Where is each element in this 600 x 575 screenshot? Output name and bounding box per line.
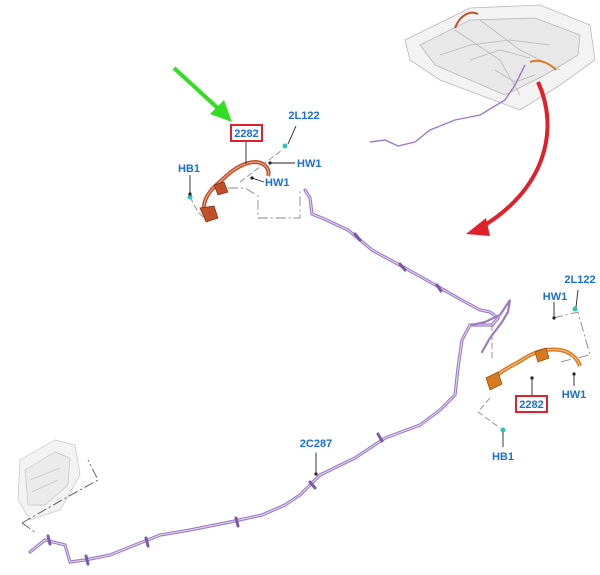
right-hose-part-highlight (515, 395, 548, 413)
callout-left-washer-top: HW1 (297, 158, 321, 170)
tube-clips (46, 232, 443, 566)
left-dash-guide-1 (210, 187, 301, 219)
right-brake-hose (488, 347, 582, 384)
right-hose-assembly (477, 289, 591, 447)
left-clip-bottom (187, 194, 193, 200)
main-brake-tube (28, 188, 512, 566)
callout-left-hose-part: 2282 (234, 128, 258, 140)
vehicle-underbody-inset (404, 4, 596, 111)
callout-left-banjo-bolt: HB1 (178, 163, 200, 175)
inset-brake-tube (369, 64, 526, 147)
left-hose-assembly (187, 125, 301, 223)
right-dash-guide-1 (552, 311, 591, 363)
right-hose-fitting (485, 371, 503, 391)
right-dash-guide-2 (477, 397, 501, 429)
callout-right-banjo-bolt: HB1 (492, 451, 514, 463)
callout-right-washer-bottom: HW1 (562, 389, 586, 401)
rear-body-fragment (17, 439, 81, 521)
callout-brake-tube: 2C287 (300, 438, 332, 450)
callout-left-washer-bottom: HW1 (265, 177, 289, 189)
callout-right-washer-top: HW1 (543, 291, 567, 303)
curved-red-arrow-icon (466, 81, 550, 236)
left-hose-fitting (199, 205, 219, 223)
inset-left-hose (454, 11, 479, 29)
bottom-dash-guide (21, 459, 99, 534)
callout-labels: 2282 2L122 HW1 HW1 HB1 2L122 HW1 HW1 228… (178, 110, 596, 463)
callout-right-bracket-bolt: 2L122 (564, 274, 595, 286)
green-arrow-icon (172, 66, 232, 122)
left-clip-top (282, 143, 288, 149)
right-clip-bottom (500, 427, 506, 433)
left-dash-guide-2 (189, 196, 209, 223)
inset-right-hose (529, 59, 557, 71)
callout-right-hose-part: 2282 (519, 399, 543, 411)
callout-left-bracket-bolt: 2L122 (288, 110, 319, 122)
left-hose-part-highlight (230, 124, 263, 142)
right-clip-top (572, 306, 578, 312)
